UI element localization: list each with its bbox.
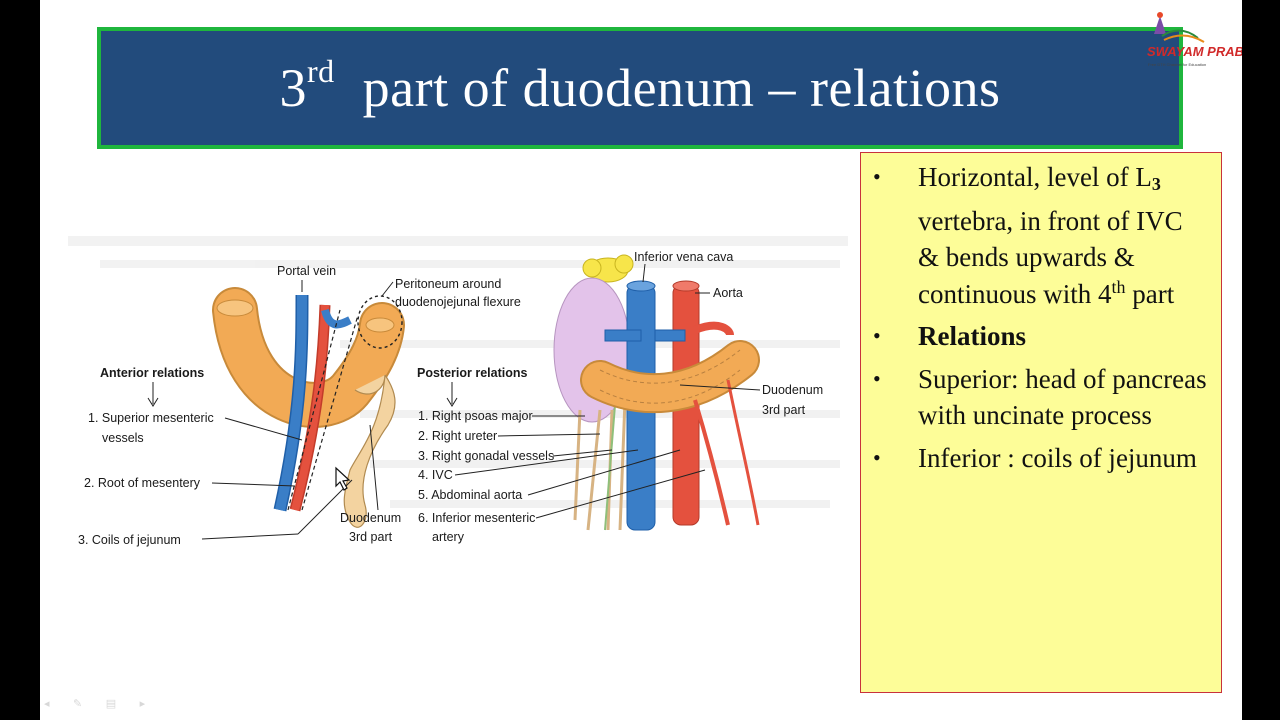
anterior-label-1: 1. Superior mesenteric: [88, 411, 214, 425]
title-bar: 3rd part of duodenum – relations: [97, 27, 1183, 149]
bullet-relations: Relations: [873, 318, 1207, 355]
slide: 3rd part of duodenum – relations SWAYAM …: [40, 0, 1242, 720]
posterior-label-1: 1. Right psoas major: [418, 409, 533, 423]
superior-mesenteric-vein: [275, 294, 307, 512]
anterior-view: Portal vein Peritoneum around duodenojej…: [78, 264, 521, 547]
duodenum-posterior-shape: [582, 342, 758, 412]
logo-tagline: Free DTH Channel for Education: [1148, 62, 1207, 67]
anterior-label-1b: vessels: [102, 431, 144, 445]
peritoneum-label-1: Peritoneum around: [395, 277, 501, 291]
logo-emblem-icon: [1154, 12, 1205, 43]
duodenum-relations-diagram: Portal vein Peritoneum around duodenojej…: [40, 150, 860, 610]
bullet-superior: Superior: head of pancreas with uncinate…: [873, 361, 1207, 434]
swayam-prabha-logo: SWAYAM PRABHA Free DTH Channel for Educa…: [1144, 10, 1242, 70]
ivc-label: Inferior vena cava: [634, 250, 733, 264]
mouse-cursor-icon: [335, 466, 351, 491]
anterior-label-3: 3. Coils of jejunum: [78, 533, 181, 547]
anterior-label-2: 2. Root of mesentery: [84, 476, 201, 490]
duodenum-posterior-label-2: 3rd part: [762, 403, 806, 417]
relations-bullet-list: Horizontal, level of L3 vertebra, in fro…: [873, 159, 1207, 476]
bullet-inferior: Inferior : coils of jejunum: [873, 440, 1207, 477]
peritoneum-label-2: duodenojejunal flexure: [395, 295, 521, 309]
duodenum-anterior-label-2: 3rd part: [349, 530, 393, 544]
duodenum-anterior-shape: [214, 289, 403, 426]
posterior-relations-heading: Posterior relations: [417, 366, 527, 380]
slideshow-controls[interactable]: ◂ ✎ ▤ ▸: [44, 697, 156, 710]
bullet-horizontal: Horizontal, level of L3 vertebra, in fro…: [873, 159, 1207, 312]
posterior-label-6b: artery: [432, 530, 465, 544]
posterior-label-3: 3. Right gonadal vessels: [418, 449, 554, 463]
posterior-label-4: 4. IVC: [418, 468, 453, 482]
posterior-label-2: 2. Right ureter: [418, 429, 497, 443]
anterior-relations-heading: Anterior relations: [100, 366, 204, 380]
aorta-label: Aorta: [713, 286, 743, 300]
posterior-label-5: 5. Abdominal aorta: [418, 488, 522, 502]
duodenum-anterior-label-1: Duodenum: [340, 511, 401, 525]
relations-info-box: Horizontal, level of L3 vertebra, in fro…: [860, 152, 1222, 693]
posterior-view: Inferior vena cava Aorta Duodenum 3rd pa…: [417, 250, 823, 544]
jejunum-coils-shape: [343, 374, 396, 528]
posterior-label-6: 6. Inferior mesenteric: [418, 511, 535, 525]
duodenum-posterior-label-1: Duodenum: [762, 383, 823, 397]
portal-vein-label: Portal vein: [277, 264, 336, 278]
logo-brand-text: SWAYAM PRABHA: [1147, 44, 1242, 59]
slide-title: 3rd part of duodenum – relations: [279, 53, 1001, 118]
